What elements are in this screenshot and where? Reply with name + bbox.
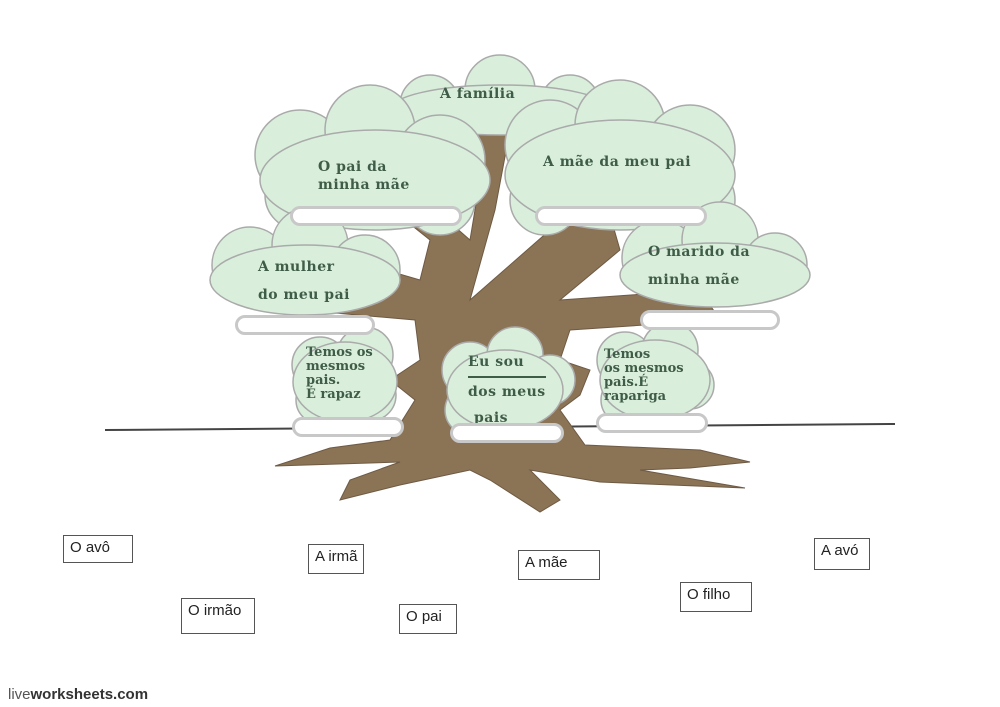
drop-slot-low-right[interactable] xyxy=(596,413,708,433)
cloud-label-low-left: Temos os mesmos pais. É rapaz xyxy=(306,346,373,402)
cloud-line: os mesmos xyxy=(604,361,684,376)
cloud-line: do meu pai xyxy=(258,287,350,303)
brand-suffix: worksheets.com xyxy=(30,686,149,703)
word-card-o-avo[interactable]: O avô xyxy=(63,535,133,563)
cloud-line: minha mãe xyxy=(648,272,740,288)
liveworksheets-logo: liveworksheets.com xyxy=(8,686,148,703)
word-card-a-mae[interactable]: A mãe xyxy=(518,550,600,580)
cloud-line: Eu sou xyxy=(468,354,525,370)
cloud-line: pais xyxy=(474,410,509,426)
cloud-top-left xyxy=(254,84,491,236)
cloud-mid-right xyxy=(619,201,811,308)
cloud-line: rapariga xyxy=(604,389,667,404)
cloud-label-top-left: O pai da minha mãe xyxy=(318,155,410,197)
cloud-top-right xyxy=(504,79,736,236)
cloud-line: dos meus xyxy=(468,376,546,406)
cloud-label-mid-right: O marido da minha mãe xyxy=(648,240,750,292)
tree-title: A família xyxy=(440,86,516,102)
word-card-a-avo[interactable]: A avó xyxy=(814,538,870,570)
cloud-line: mesmos xyxy=(306,359,366,374)
word-card-o-pai[interactable]: O pai xyxy=(399,604,457,634)
cloud-line: minha mãe xyxy=(318,177,410,193)
cloud-line: Temos os xyxy=(306,345,373,360)
drop-slot-low-center[interactable] xyxy=(450,423,564,443)
cloud-label-mid-left: A mulher do meu pai xyxy=(258,255,350,307)
word-card-a-irma[interactable]: A irmã xyxy=(308,544,364,574)
drop-slot-mid-left[interactable] xyxy=(235,315,375,335)
cloud-low-left xyxy=(291,326,398,425)
cloud-label-low-right: Temos os mesmos pais.É rapariga xyxy=(604,348,684,404)
cloud-line: pais.É xyxy=(604,375,649,390)
drop-slot-low-left[interactable] xyxy=(292,417,404,437)
cloud-label-top-right: A mãe da meu pai xyxy=(543,150,691,174)
drop-slot-top-left[interactable] xyxy=(290,206,462,226)
cloud-line: O marido da xyxy=(648,244,751,260)
cloud-low-center xyxy=(441,326,576,436)
cloud-line: A mulher xyxy=(258,259,335,275)
word-card-o-filho[interactable]: O filho xyxy=(680,582,752,612)
cloud-line: pais. xyxy=(306,373,341,388)
drop-slot-top-right[interactable] xyxy=(535,206,707,226)
cloud-line: O pai da xyxy=(318,159,387,175)
cloud-line: A mãe da meu pai xyxy=(543,154,692,170)
brand-prefix: live xyxy=(8,686,31,703)
cloud-line: É rapaz xyxy=(306,387,361,402)
word-card-o-irmao[interactable]: O irmão xyxy=(181,598,255,634)
drop-slot-mid-right[interactable] xyxy=(640,310,780,330)
cloud-label-low-center: Eu sou dos meus pais xyxy=(468,348,546,432)
cloud-mid-left xyxy=(209,206,401,316)
cloud-line: Temos xyxy=(604,347,651,362)
